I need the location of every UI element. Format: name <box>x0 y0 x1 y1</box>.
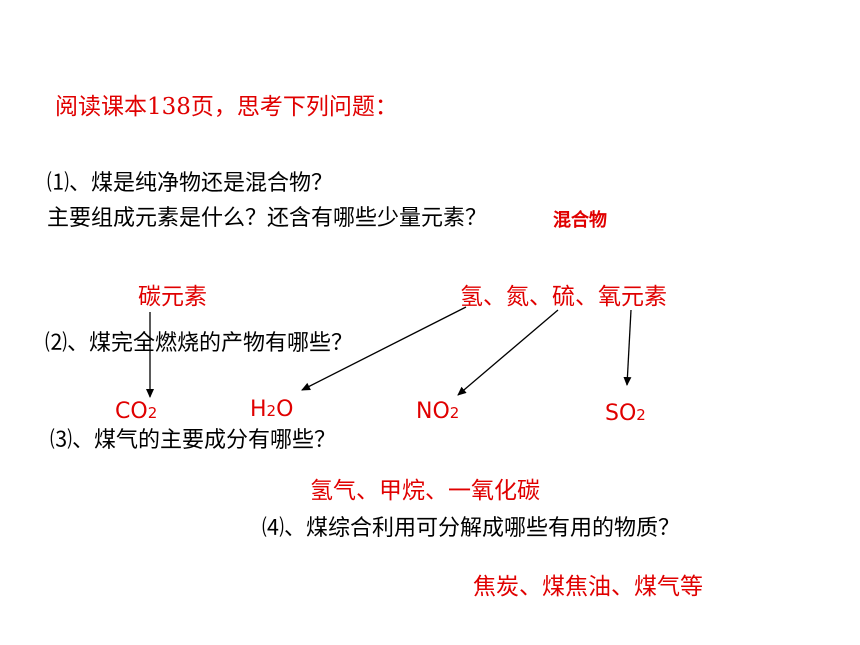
question-3: ⑶、煤气的主要成分有哪些？ <box>50 428 337 453</box>
question-1: ⑴、煤是纯净物还是混合物？ <box>47 171 334 196</box>
question-2: ⑵、煤完全燃烧的产物有哪些？ <box>45 331 354 356</box>
answer-useful-products: 焦炭、煤焦油、煤气等 <box>473 574 703 600</box>
product-no2: NO2 <box>416 399 460 424</box>
arrow-minor-to-no2 <box>457 309 559 396</box>
product-so2: SO2 <box>605 401 646 426</box>
question-1-subquestion: 主要组成元素是什么？还含有哪些少量元素？ <box>47 206 488 231</box>
answer-gas-components: 氢气、甲烷、一氧化碳 <box>310 478 540 504</box>
page-title: 阅读课本138页，思考下列问题： <box>55 94 398 120</box>
main-element-label: 碳元素 <box>138 284 207 310</box>
arrow-minor-to-h2o <box>301 306 467 391</box>
minor-elements-label: 氢、氮、硫、氧元素 <box>460 284 667 310</box>
answer-mixture: 混合物 <box>553 210 607 231</box>
product-co2: CO2 <box>115 399 158 424</box>
question-4: ⑷、煤综合利用可分解成哪些有用的物质？ <box>262 516 681 541</box>
product-h2o: H2O <box>250 397 294 422</box>
arrow-minor-to-so2 <box>623 309 632 386</box>
